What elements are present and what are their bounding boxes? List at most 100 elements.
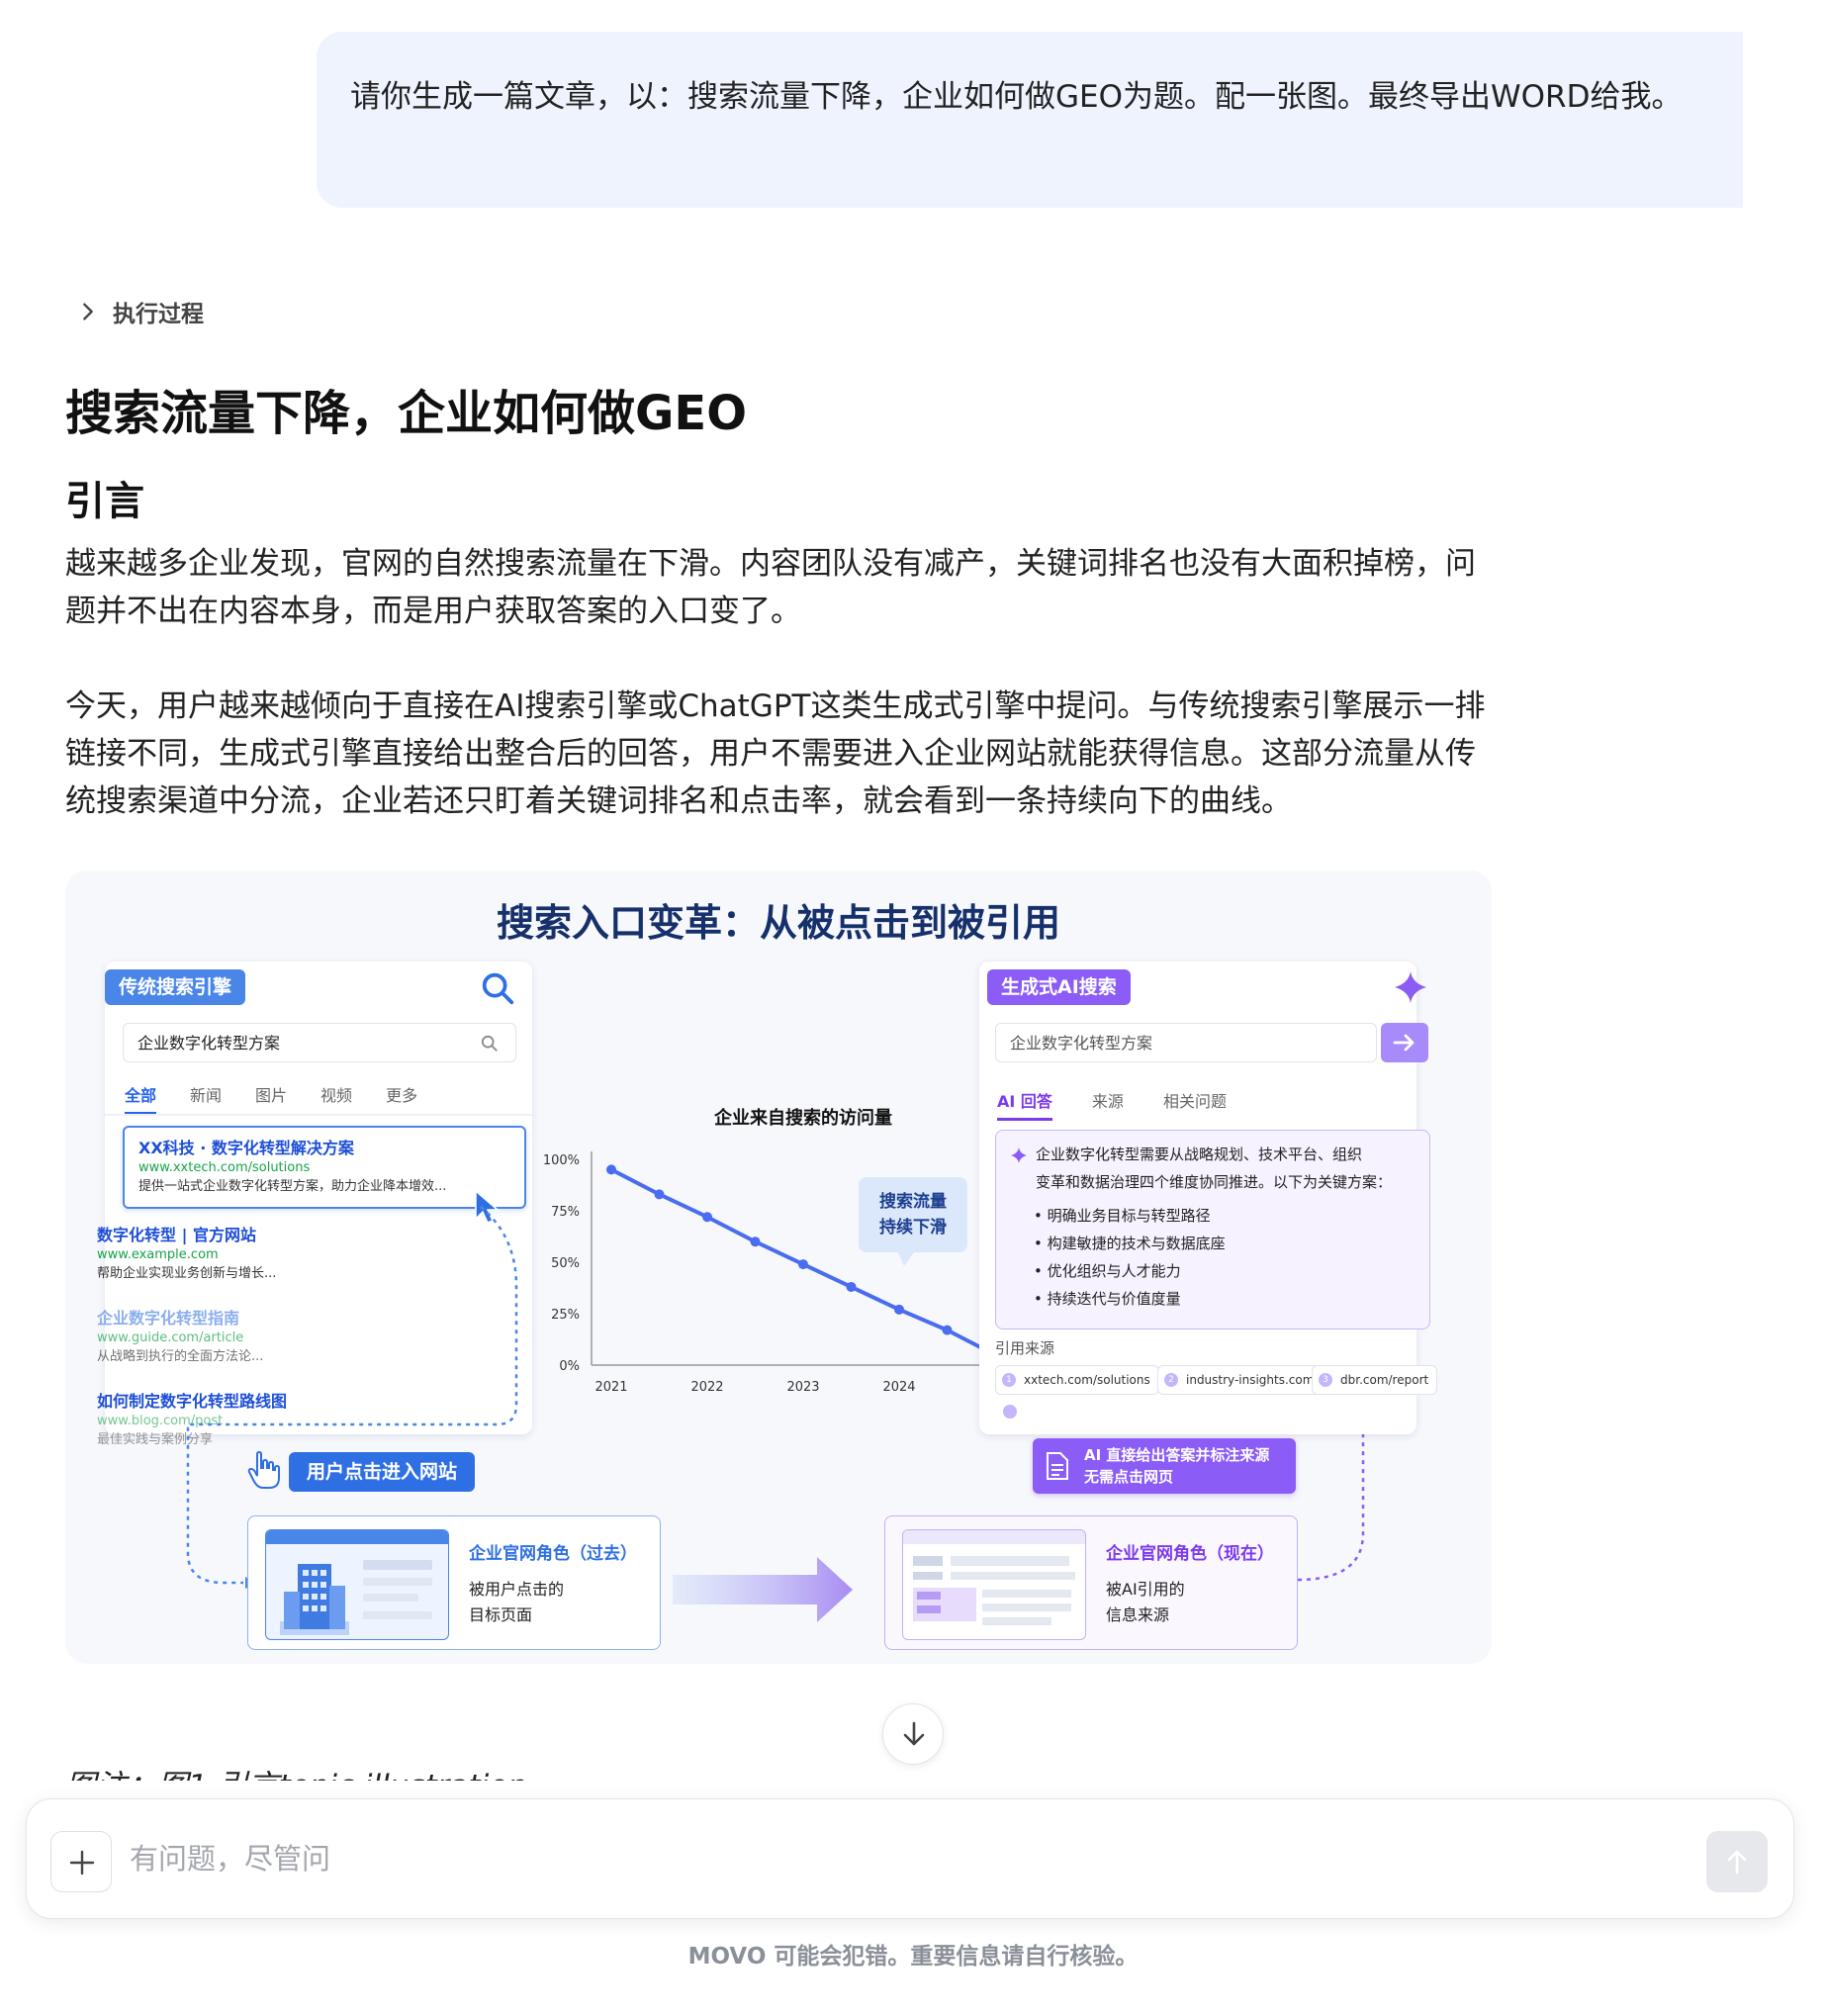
building-icon: [280, 1564, 349, 1635]
website-role-past-title: 企业官网角色（过去）: [469, 1544, 637, 1564]
ai-answer-bullet: • 构建敏捷的技术与数据底座: [1034, 1235, 1226, 1252]
execution-process-label: 执行过程: [113, 302, 204, 327]
disclaimer: MOVO 可能会犯错。重要信息请自行核验。: [687, 1944, 1139, 1970]
result-title: XX科技 · 数字化转型解决方案: [138, 1139, 354, 1157]
result-title: 数字化转型 | 官方网站: [97, 1226, 256, 1244]
cursor-arrow-icon: [475, 1189, 501, 1224]
message-composer: [26, 1798, 1794, 1919]
tab-ai-answer: AI 回答: [997, 1088, 1052, 1121]
result-desc: 提供一站式企业数字化转型方案，助力企业降本增效...: [138, 1179, 447, 1194]
hand-pointer-icon: [247, 1450, 280, 1489]
website-role-now-line-1: 被AI引用的: [1106, 1580, 1185, 1599]
scroll-to-bottom-button[interactable]: [882, 1703, 944, 1765]
arrow-right-icon: [1393, 1034, 1415, 1052]
result-desc: 最佳实践与案例分享: [97, 1432, 214, 1447]
tab-news: 新闻: [190, 1086, 223, 1105]
traditional-search-tag: 传统搜索引擎: [105, 969, 246, 1005]
search-result: 数字化转型 | 官方网站 www.example.com 帮助企业实现业务创新与…: [83, 1215, 483, 1294]
traditional-search-box: 企业数字化转型方案: [123, 1023, 516, 1062]
y-tick-label: 50%: [551, 1256, 580, 1271]
search-result: 企业数字化转型指南 www.guide.com/article 从战略到执行的全…: [83, 1298, 483, 1377]
ai-search-tabs: AI 回答 来源 相关问题: [997, 1088, 1227, 1121]
article-paragraph-2: 今天，用户越来越倾向于直接在AI搜索引擎或ChatGPT这类生成式引擎中提问。与…: [65, 688, 1486, 819]
search-icon: [482, 972, 514, 1005]
annotation-text: 搜索流量: [879, 1191, 947, 1212]
x-tick-label: 2023: [786, 1380, 819, 1395]
website-mockup-past: [265, 1529, 449, 1640]
result-url: www.blog.com/post: [97, 1414, 224, 1428]
website-role-past-line-2: 目标页面: [469, 1605, 533, 1624]
website-role-now-line-2: 信息来源: [1106, 1605, 1170, 1624]
source-number: 1: [1002, 1373, 1016, 1387]
arrow-down-icon: [903, 1721, 925, 1746]
user-click-label: 用户点击进入网站: [289, 1452, 476, 1492]
ai-search-box: 企业数字化转型方案: [995, 1023, 1377, 1062]
traditional-search-tabs: 全部 新闻 图片 视频 更多: [125, 1082, 417, 1115]
tabs-divider: [105, 1114, 532, 1116]
article-title: 搜索流量下降，企业如何做GEO: [65, 386, 747, 441]
chart-data-point: [846, 1281, 857, 1292]
result-title: 如何制定数字化转型路线图: [97, 1392, 288, 1411]
attach-button[interactable]: [50, 1831, 112, 1892]
ai-search-query: 企业数字化转型方案: [1010, 1034, 1153, 1053]
website-role-past-line-1: 被用户点击的: [469, 1580, 565, 1599]
search-small-icon: [481, 1035, 498, 1052]
x-tick-label: 2021: [594, 1380, 627, 1395]
ai-answer-box: 企业数字化转型需要从战略规划、技术平台、组织 变革和数据治理四个维度协同推进。以…: [995, 1130, 1430, 1329]
ai-search-submit: [1381, 1023, 1428, 1062]
chart-data-point: [894, 1304, 904, 1315]
tab-all: 全部: [125, 1082, 157, 1115]
ai-answer-bullet: • 明确业务目标与转型路径: [1034, 1207, 1211, 1225]
chevron-right-icon: [83, 303, 93, 321]
message-input[interactable]: [130, 1829, 1613, 1888]
annotation-pointer: [898, 1252, 914, 1266]
tab-related: 相关问题: [1162, 1092, 1227, 1111]
source-text: industry-insights.com: [1186, 1373, 1315, 1387]
article-illustration: 搜索入口变革：从被点击到被引用 传统搜索引擎 企业数字化转型方案 全部 新闻 图…: [65, 871, 1492, 1664]
result-desc: 帮助企业实现业务创新与增长...: [97, 1266, 277, 1281]
ai-search-tag: 生成式AI搜索: [987, 969, 1131, 1005]
user-message-bubble: 请你生成一篇文章，以：搜索流量下降，企业如何做GEO为题。配一张图。最终导出WO…: [317, 32, 1743, 208]
arrow-up-icon: [1727, 1850, 1747, 1875]
y-tick-label: 25%: [551, 1308, 580, 1323]
x-tick-label: 2022: [690, 1380, 723, 1395]
more-sources-dot: [1003, 1405, 1017, 1419]
search-result: 如何制定数字化转型路线图 www.blog.com/post 最佳实践与案例分享: [83, 1381, 483, 1460]
chart-title: 企业来自搜索的访问量: [713, 1107, 892, 1129]
ai-answer-line-2: 变革和数据治理四个维度协同推进。以下为关键方案：: [1036, 1173, 1393, 1191]
source-number: 3: [1319, 1373, 1332, 1387]
ai-direct-answer-line-2: 无需点击网页: [1084, 1468, 1174, 1486]
execution-process-toggle[interactable]: 执行过程: [77, 295, 204, 328]
chart-data-point: [606, 1164, 616, 1175]
ai-direct-answer-label: AI 直接给出答案并标注来源 无需点击网页: [1033, 1438, 1296, 1494]
traditional-search-query: 企业数字化转型方案: [137, 1034, 281, 1053]
article-paragraph-1: 越来越多企业发现，官网的自然搜索流量在下滑。内容团队没有减产，关键词排名也没有大…: [65, 546, 1476, 629]
chart-data-point: [654, 1189, 665, 1200]
transition-arrow-icon: [673, 1557, 853, 1622]
send-button[interactable]: [1706, 1831, 1768, 1892]
chart-data-point: [942, 1325, 953, 1335]
figure-title: 搜索入口变革：从被点击到被引用: [496, 901, 1060, 945]
ai-answer-line-1: 企业数字化转型需要从战略规划、技术平台、组织: [1036, 1145, 1363, 1163]
y-tick-label: 75%: [551, 1205, 580, 1220]
sparkle-small-icon: [1011, 1147, 1027, 1163]
ai-answer-bullet: • 优化组织与人才能力: [1034, 1262, 1181, 1280]
website-mockup-now: [902, 1529, 1086, 1640]
section-heading: 引言: [65, 479, 144, 524]
tab-sources: 来源: [1091, 1092, 1124, 1111]
tab-more: 更多: [386, 1086, 418, 1105]
sources-label: 引用来源: [995, 1339, 1055, 1357]
source-number: 2: [1164, 1373, 1178, 1387]
search-result-highlighted: XX科技 · 数字化转型解决方案 www.xxtech.com/solution…: [123, 1126, 526, 1209]
result-title: 企业数字化转型指南: [97, 1309, 240, 1328]
x-tick-label: 2024: [882, 1380, 915, 1395]
sparkle-icon: [1395, 971, 1426, 1003]
plus-icon: [69, 1850, 95, 1876]
source-chip: 1 xxtech.com/solutions: [995, 1365, 1159, 1395]
result-url: www.guide.com/article: [97, 1330, 244, 1345]
chart-data-point: [702, 1212, 712, 1223]
ai-answer-bullet: • 持续迭代与价值度量: [1034, 1290, 1181, 1308]
result-url: www.xxtech.com/solutions: [138, 1160, 311, 1175]
tab-images: 图片: [255, 1086, 288, 1105]
